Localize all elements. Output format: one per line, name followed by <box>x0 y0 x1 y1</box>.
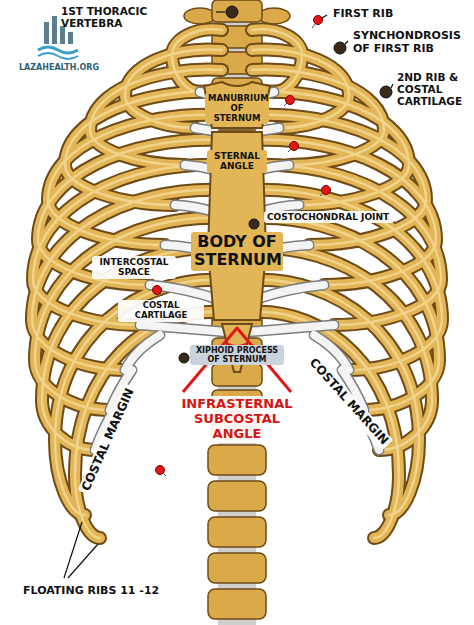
part-label: COSTAL MARGIN <box>303 353 393 450</box>
marker-pins <box>84 6 393 484</box>
part-label: FIRST RIB <box>330 7 420 22</box>
leader-lines <box>64 12 393 578</box>
part-label: 2ND RIB & COSTAL CARTILAGE <box>394 70 470 108</box>
part-label: XIPHOID PROCESS OF STERNUM <box>190 345 284 365</box>
part-label: COSTOCHONDRAL JOINT <box>264 211 394 223</box>
ribs-and-cartilages <box>32 29 226 538</box>
angle-label: INFRASTERNAL SUBCOSTAL ANGLE <box>176 396 298 443</box>
part-label: STERNAL ANGLE <box>207 150 267 173</box>
part-label: FLOATING RIBS 11 -12 <box>20 584 240 599</box>
part-label: 1ST THORACIC VERTEBRA <box>58 4 214 30</box>
watermark: LAZAHEALTH.ORG <box>14 62 104 73</box>
part-label: INTERCOSTAL SPACE <box>92 256 176 279</box>
part-label: BODY OF STERNUM <box>191 232 283 271</box>
part-label: COSTAL CARTILAGE <box>118 300 204 322</box>
part-label: MANUBRIUM OF STERNUM <box>205 93 269 124</box>
part-label: COSTAL MARGIN <box>77 383 139 496</box>
part-label: SYNCHONDROSIS OF FIRST RIB <box>350 29 468 56</box>
angle-lines <box>183 328 291 392</box>
